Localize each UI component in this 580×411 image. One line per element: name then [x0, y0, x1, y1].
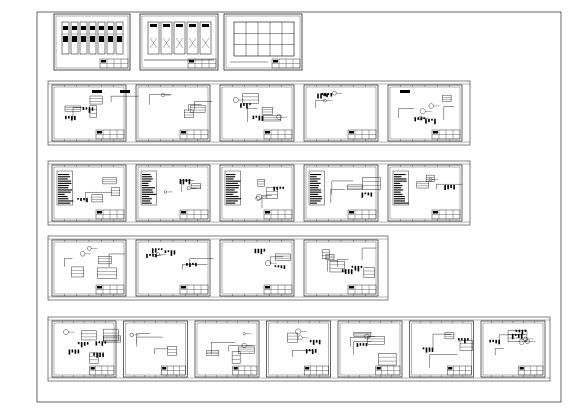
drawing-sheet-7	[135, 164, 211, 222]
legend-bar	[120, 90, 130, 93]
sheet-row-band	[47, 235, 389, 301]
overview-sheet-1	[53, 13, 131, 71]
drawing-sheet-1	[51, 84, 139, 142]
overview-sheet-2	[139, 13, 219, 71]
drawing-sheet-13	[219, 239, 295, 297]
drawing-sheet-11	[51, 239, 127, 297]
drawing-sheet-2	[135, 84, 213, 142]
drawing-sheet-8	[219, 164, 295, 222]
drawing-sheet-9	[303, 164, 381, 222]
drawing-sheet-15	[51, 320, 121, 378]
drawing-sheet-12	[135, 239, 214, 297]
overview-sheet-3	[223, 13, 303, 71]
legend-bar	[400, 90, 410, 93]
drawing-sheet-14	[303, 239, 379, 297]
drawing-sheet-17	[194, 320, 260, 378]
drawing-sheet-5	[387, 84, 463, 142]
drawing-sheet-10	[387, 164, 463, 222]
drawing-sheet-16	[123, 320, 188, 378]
drawing-sheet-6	[51, 164, 127, 222]
drawing-sheet-21	[480, 320, 546, 378]
drawing-sheet-18	[266, 320, 331, 378]
drawing-sheet-4	[303, 84, 379, 142]
legend-bar	[92, 90, 102, 93]
sheet-row-band	[47, 80, 471, 146]
sheet-row-band	[47, 316, 551, 382]
drawing-sheet-19	[337, 320, 403, 378]
drawing-boundary	[36, 11, 562, 403]
drawing-sheet-3	[219, 84, 295, 142]
drawing-sheet-20	[409, 320, 474, 378]
sheet-row-band	[47, 160, 471, 226]
